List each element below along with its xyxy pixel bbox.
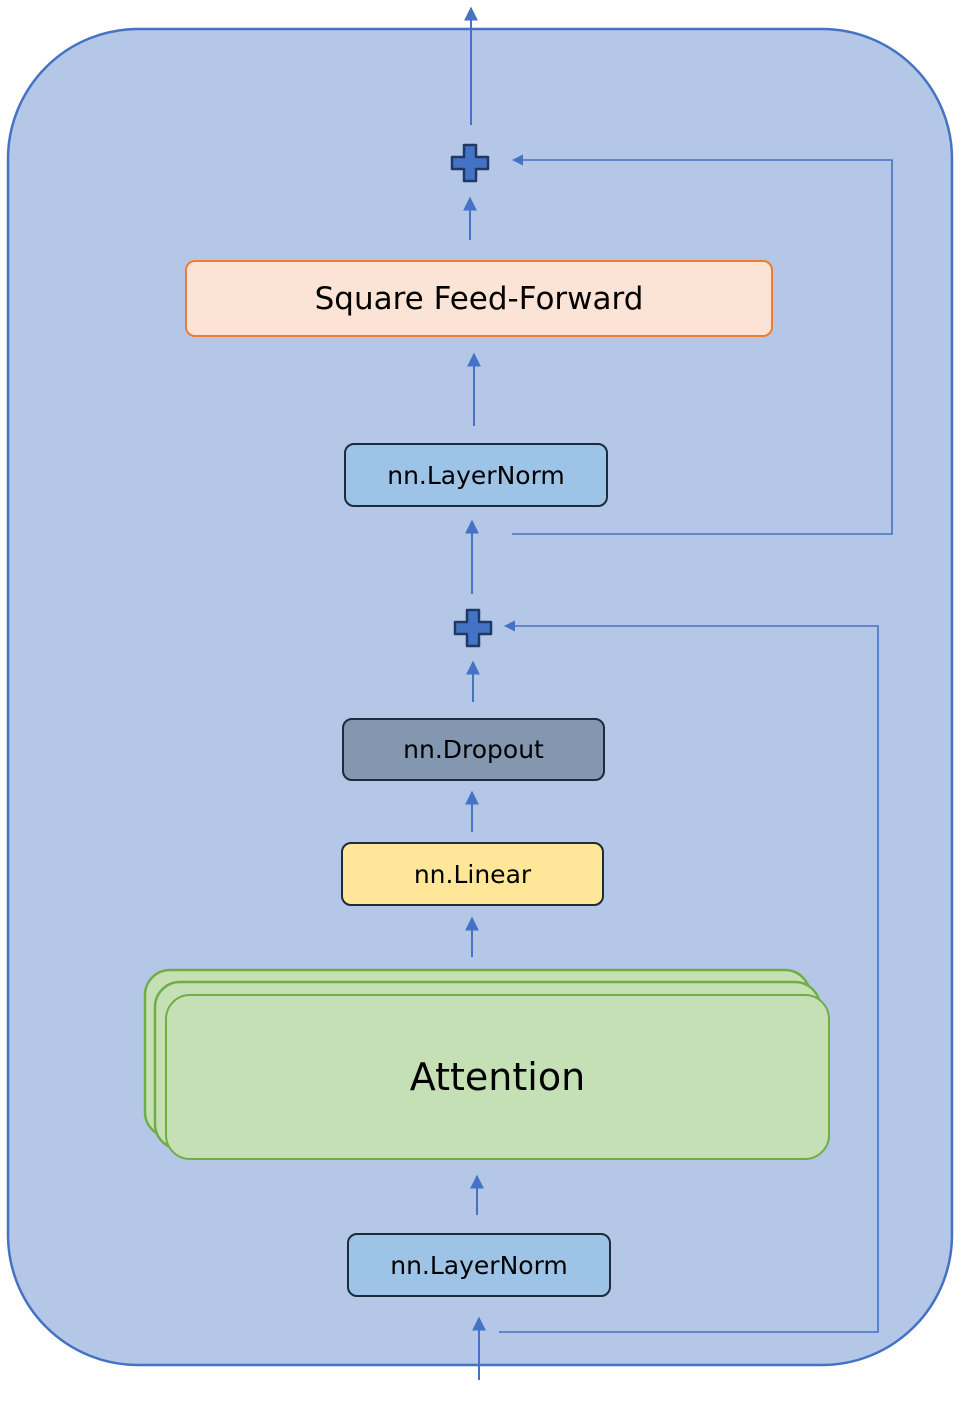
attention-label: Attention — [409, 1055, 586, 1099]
flow-arrows — [463, 6, 486, 1380]
square-feed-forward-block: Square Feed-Forward — [185, 260, 773, 337]
residual-path-top — [511, 154, 893, 535]
dropout-label: nn.Dropout — [403, 735, 544, 764]
plus-icon — [450, 143, 490, 183]
layernorm-bottom-label: nn.LayerNorm — [390, 1250, 568, 1280]
block-container — [6, 27, 954, 1367]
residual-path-bottom — [499, 620, 879, 1333]
layernorm-top-label: nn.LayerNorm — [387, 460, 565, 490]
plus-icon — [453, 608, 493, 648]
dropout-block: nn.Dropout — [342, 718, 605, 781]
square-feed-forward-label: Square Feed-Forward — [314, 280, 644, 317]
attention-block: Attention — [165, 994, 830, 1160]
layernorm-top-block: nn.LayerNorm — [344, 443, 608, 507]
linear-label: nn.Linear — [413, 859, 532, 889]
linear-block: nn.Linear — [341, 842, 604, 906]
residual-connections — [499, 154, 893, 1333]
layernorm-bottom-block: nn.LayerNorm — [347, 1233, 611, 1297]
